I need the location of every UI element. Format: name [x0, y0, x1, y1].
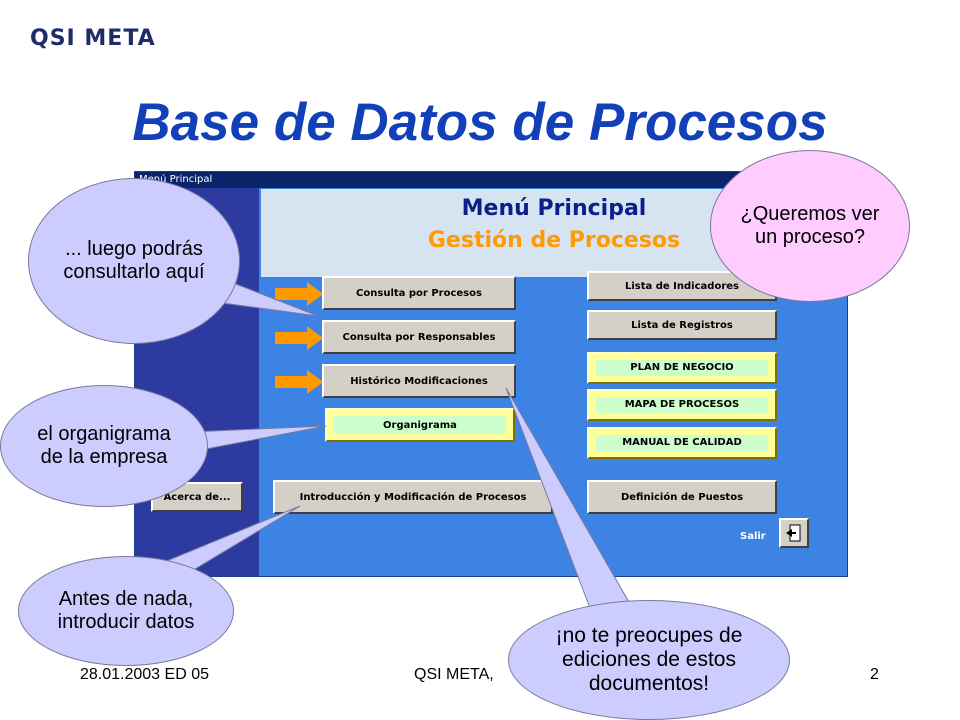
- callout-no-preocupes: ¡no te preocupes de ediciones de estos d…: [508, 600, 790, 720]
- definicion-puestos-button[interactable]: Definición de Puestos: [587, 480, 777, 514]
- lista-registros-button[interactable]: Lista de Registros: [587, 310, 777, 340]
- window-titlebar: Menú Principal: [135, 172, 847, 188]
- menu-heading: Menú Principal: [461, 196, 647, 221]
- manual-calidad-button[interactable]: MANUAL DE CALIDAD: [587, 427, 777, 459]
- introduccion-button[interactable]: Introducción y Modificación de Procesos: [273, 480, 553, 514]
- company-logo: QSI META: [30, 26, 156, 51]
- mapa-procesos-label: MAPA DE PROCESOS: [596, 396, 768, 414]
- exit-label: Salir: [740, 531, 766, 542]
- plan-negocio-label: PLAN DE NEGOCIO: [596, 359, 768, 377]
- mapa-procesos-button[interactable]: MAPA DE PROCESOS: [587, 389, 777, 421]
- organigrama-label: Organigrama: [334, 416, 506, 434]
- callout-antes: Antes de nada, introducir datos: [18, 556, 234, 666]
- footer-page-number: 2: [870, 666, 879, 683]
- acerca-button[interactable]: Acerca de...: [151, 482, 243, 512]
- consulta-procesos-button[interactable]: Consulta por Procesos: [322, 276, 516, 310]
- footer-date: 28.01.2003 ED 05: [80, 666, 209, 683]
- arrow-icon: [275, 370, 325, 399]
- exit-door-icon: [786, 524, 801, 542]
- footer-company: QSI META,: [414, 666, 494, 683]
- organigrama-button[interactable]: Organigrama: [325, 408, 515, 442]
- exit-button[interactable]: [779, 518, 809, 548]
- slide-title: Base de Datos de Procesos: [132, 93, 828, 152]
- consulta-responsables-button[interactable]: Consulta por Responsables: [322, 320, 516, 354]
- arrow-icon: [275, 326, 325, 355]
- menu-subheading: Gestión de Procesos: [427, 228, 681, 253]
- callout-queremos: ¿Queremos ver un proceso?: [710, 150, 910, 302]
- callout-consultar: ... luego podrás consultarlo aquí: [28, 178, 240, 344]
- manual-calidad-label: MANUAL DE CALIDAD: [596, 434, 768, 452]
- historico-button[interactable]: Histórico Modificaciones: [322, 364, 516, 398]
- arrow-icon: [275, 282, 325, 311]
- plan-negocio-button[interactable]: PLAN DE NEGOCIO: [587, 352, 777, 384]
- callout-organigrama: el organigrama de la empresa: [0, 385, 208, 507]
